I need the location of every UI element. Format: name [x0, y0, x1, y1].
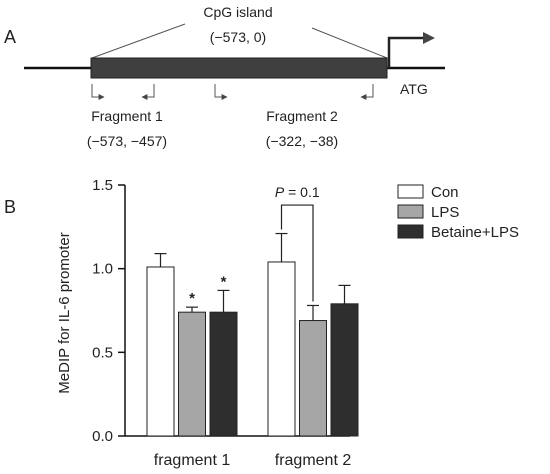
tss-arrow-stem — [387, 36, 425, 68]
panel-a-letter: A — [4, 27, 16, 47]
bar — [330, 303, 359, 437]
atg-label: ATG — [400, 81, 428, 97]
legend-swatch — [397, 224, 424, 239]
x-tick-label: fragment 2 — [275, 452, 352, 469]
bar — [209, 311, 238, 437]
bar — [146, 266, 175, 437]
y-tick-label: 0.0 — [92, 428, 113, 445]
island-callout-left — [91, 23, 186, 59]
bar — [178, 311, 206, 437]
cpg-island-label: CpG island — [203, 4, 272, 20]
x-tick-label: fragment 1 — [154, 452, 231, 469]
bars: ** — [146, 232, 359, 437]
tss-arrow-icon — [423, 32, 435, 44]
bar — [267, 261, 296, 437]
panel-b-letter: B — [4, 197, 16, 217]
fragment1-range: (−573, −457) — [87, 133, 167, 149]
y-tick-label: 0.5 — [92, 344, 113, 361]
bar — [299, 320, 327, 437]
primer-f2-reverse-icon — [360, 84, 374, 100]
fragment2-label: Fragment 2 — [266, 108, 338, 124]
significance-star: * — [189, 290, 195, 307]
y-tick-label: 1.5 — [92, 177, 113, 194]
x-ticks: fragment 1 fragment 2 — [154, 452, 352, 469]
fragment2-range: (−322, −38) — [266, 133, 338, 149]
panel-a: A CpG island (−573, 0) ATG Fragment 1 (−… — [4, 4, 445, 149]
legend-swatch — [397, 204, 424, 219]
legend-label: Con — [431, 184, 459, 201]
legend-swatch — [397, 184, 424, 199]
p-value-annotation: P = 0.1 — [275, 184, 320, 200]
y-tick-label: 1.0 — [92, 261, 113, 278]
legend-label: Betaine+LPS — [431, 224, 519, 241]
y-ticks: 0.0 0.5 1.0 1.5 — [92, 177, 125, 445]
panel-b: B MeDIP for IL-6 promoter 0.0 0.5 1.0 1.5 *… — [4, 177, 519, 469]
cpg-island-range: (−573, 0) — [210, 29, 266, 45]
primer-f1-reverse-icon — [141, 84, 155, 100]
fragment1-label: Fragment 1 — [91, 108, 163, 124]
p-value-bracket — [280, 204, 314, 302]
p-symbol: P — [275, 184, 285, 200]
legend-label: LPS — [431, 204, 459, 221]
y-axis-label: MeDIP for IL-6 promoter — [56, 232, 73, 393]
significance-star: * — [221, 273, 227, 290]
island-callout-right — [311, 27, 388, 59]
p-value: = 0.1 — [284, 184, 320, 200]
cpg-island-bar — [90, 57, 388, 79]
primer-f2-forward-icon — [214, 84, 228, 100]
primer-f1-forward-icon — [91, 84, 105, 100]
